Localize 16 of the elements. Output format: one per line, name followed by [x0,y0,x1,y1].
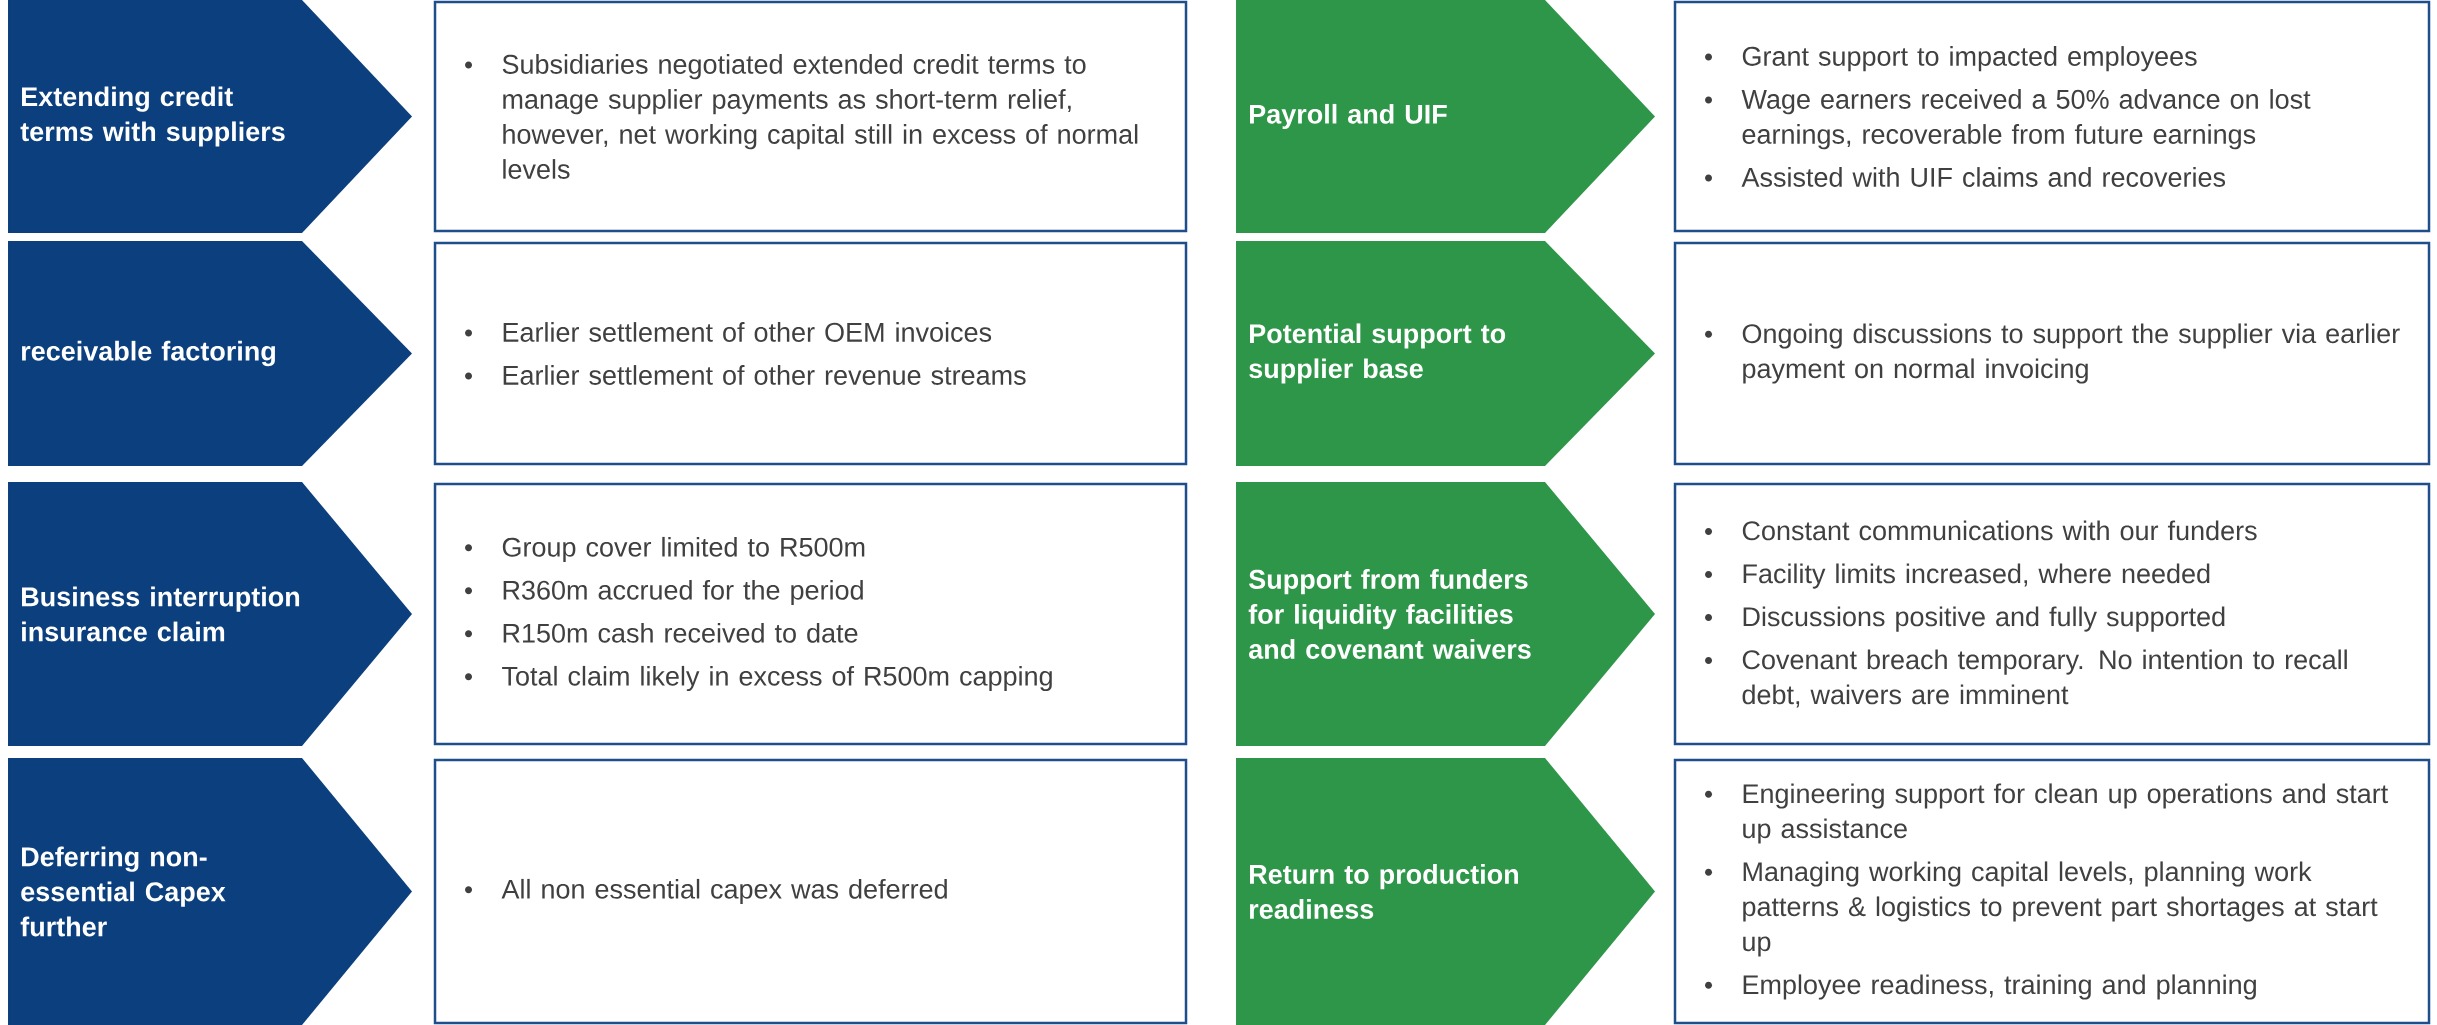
bullet-list-box: Grant support to impacted employees Wage earners received a 50% advance on lost earnings, recoverable from future earnings Assisted with UIF claims and recoveries [1673,0,2431,233]
bullet-list-box: Constant communications with our funders Facility limits increased, where needed Discussions positive and fully supported Covenant breach temporary. No intention to recall debt, waivers are imminent [1673,482,2431,746]
heading-banner: Business interruption insurance claim [8,482,412,746]
heading-banner: Deferring non-essential Capex further [8,758,412,1025]
heading-banner: Potential support to supplier base [1236,241,1655,466]
bullet-list-box: Engineering support for clean up operations and start up assistance Managing working capital levels, planning work patterns & logistics to prevent part shortages at start up Employee readiness, training and planning [1673,758,2431,1025]
heading-banner: Return to production readiness [1236,758,1655,1025]
bullet-list-box: Group cover limited to R500m R360m accrued for the period R150m cash received to date Total claim likely in excess of R500m capping [433,482,1188,746]
bullet-list-box: All non essential capex was deferred [433,758,1188,1025]
heading-banner: Extending credit terms with suppliers [8,0,412,233]
bullet-list-box: Subsidiaries negotiated extended credit terms to manage supplier payments as short-term relief, however, net working capital still in excess of normal levels [433,0,1188,233]
heading-banner: Payroll and UIF [1236,0,1655,233]
heading-banner: Support from funders for liquidity facilities and covenant waivers [1236,482,1655,746]
bullet-list-box: Earlier settlement of other OEM invoices Earlier settlement of other revenue streams [433,241,1188,466]
heading-banner: receivable factoring [8,241,412,466]
bullet-list-box: Ongoing discussions to support the supplier via earlier payment on normal invoicing [1673,241,2431,466]
